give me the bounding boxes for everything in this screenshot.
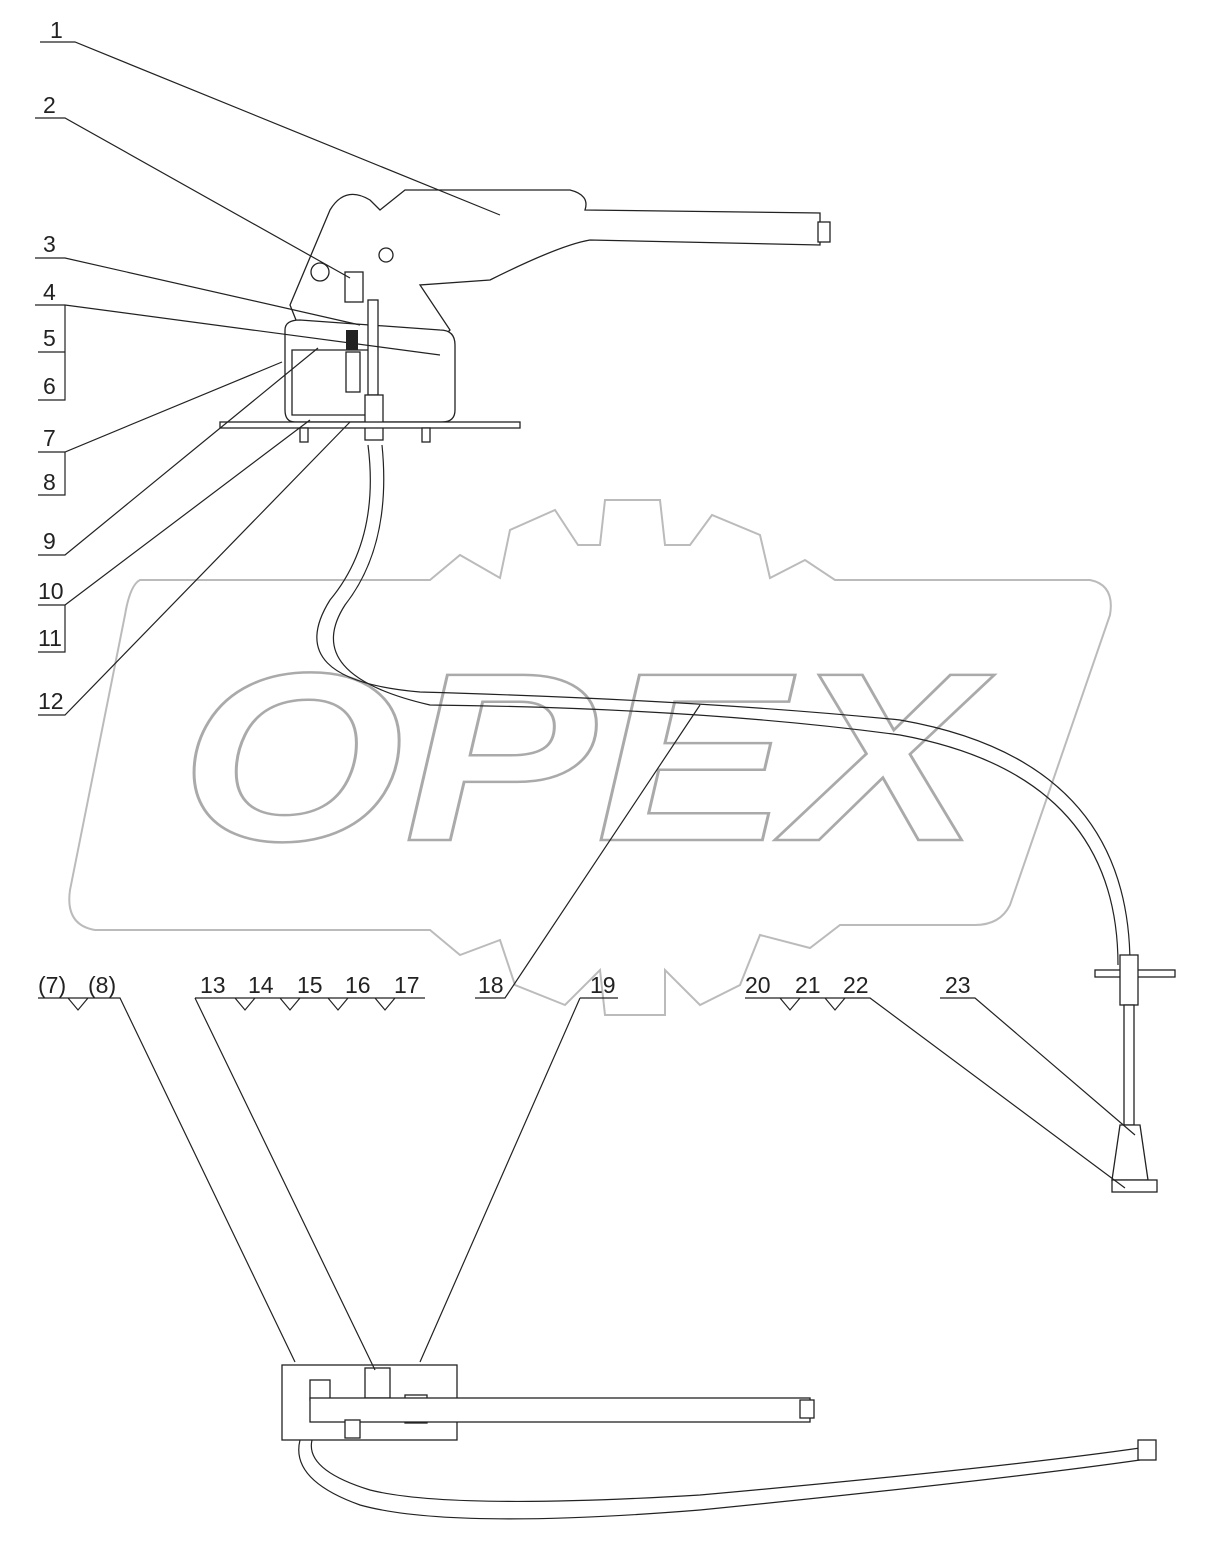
- callout-8-ref: (8): [88, 972, 116, 998]
- callout-3: 3: [43, 231, 56, 257]
- leader-lines: [35, 41, 1136, 1371]
- callout-14: 14: [248, 972, 274, 998]
- callout-16: 16: [345, 972, 371, 998]
- callout-10: 10: [38, 578, 64, 604]
- callout-13: 13: [200, 972, 226, 998]
- callout-22: 22: [843, 972, 869, 998]
- callout-19: 19: [590, 972, 616, 998]
- callout-12: 12: [38, 688, 64, 714]
- callout-1: 1: [50, 17, 63, 43]
- callout-7-ref: (7): [38, 972, 66, 998]
- callout-18: 18: [478, 972, 504, 998]
- callout-4: 4: [43, 279, 56, 305]
- callout-23: 23: [945, 972, 971, 998]
- callout-20: 20: [745, 972, 771, 998]
- callout-2: 2: [43, 92, 56, 118]
- callout-labels: 1 2 3 4 5 6 7 8 9 10 11 12 (7) (8) 13 14…: [38, 17, 971, 998]
- callout-6: 6: [43, 373, 56, 399]
- callout-5: 5: [43, 325, 56, 351]
- watermark-text: OPEX: [180, 623, 995, 891]
- handbrake-lever-assembly: [219, 189, 831, 443]
- brake-cable: [316, 444, 1176, 1193]
- callout-8: 8: [43, 469, 56, 495]
- callout-11: 11: [38, 625, 62, 651]
- callout-15: 15: [297, 972, 323, 998]
- lever-bottom-view: [281, 1364, 1157, 1520]
- opex-watermark: OPEX: [68, 499, 1112, 1016]
- callout-7: 7: [43, 425, 56, 451]
- callout-17: 17: [394, 972, 420, 998]
- callout-9: 9: [43, 528, 56, 554]
- callout-21: 21: [795, 972, 821, 998]
